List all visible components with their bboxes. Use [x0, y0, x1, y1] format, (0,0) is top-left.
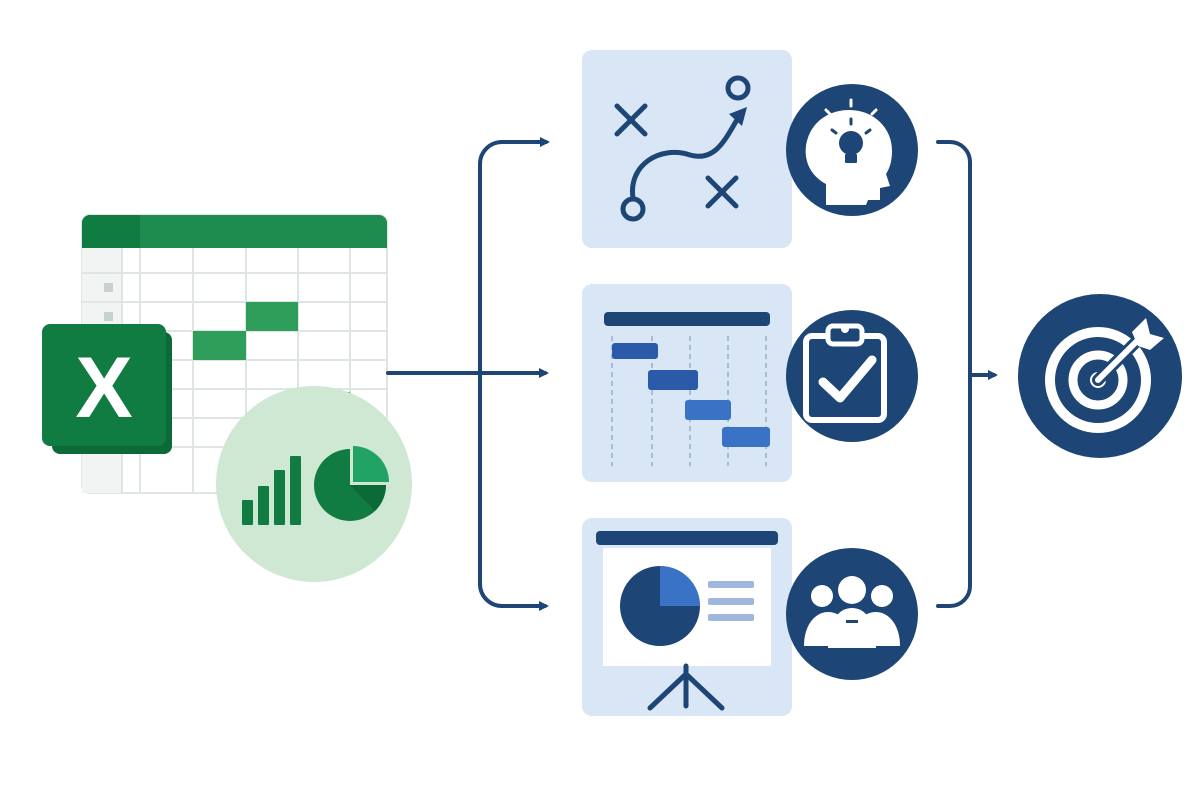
target-arrow-icon	[1018, 294, 1182, 458]
strategy-play-icon	[614, 75, 751, 222]
right-bracket	[936, 140, 972, 608]
presentation-panel	[582, 518, 792, 716]
strategy-panel	[582, 50, 792, 248]
strategy-arrow-tip	[729, 107, 747, 126]
presentation-board-icon	[596, 531, 778, 711]
highlighted-cell	[193, 331, 246, 360]
head-lightbulb-icon	[786, 84, 918, 216]
excel-x-letter: X	[75, 340, 132, 436]
gantt-chart-icon	[604, 312, 770, 466]
excel-app-icon: X	[42, 324, 172, 454]
highlighted-cell	[246, 302, 298, 331]
clipboard-check-icon	[786, 310, 918, 442]
bar-and-pie-chart-icon	[216, 386, 412, 582]
gantt-panel	[582, 284, 792, 482]
connector-lines	[386, 137, 998, 611]
team-people-icon	[786, 548, 918, 680]
arrow-to-presentation	[478, 140, 549, 611]
